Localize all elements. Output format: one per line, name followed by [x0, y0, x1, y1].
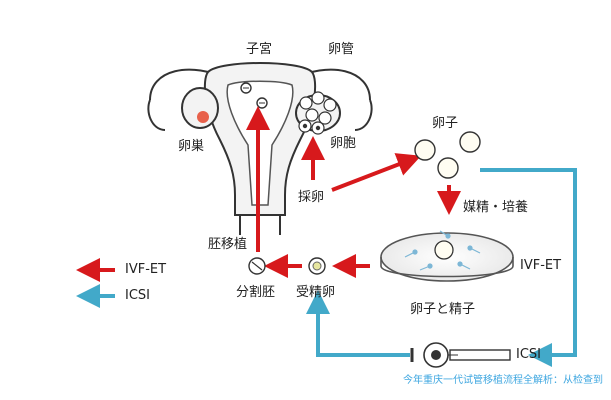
petri-dish	[380, 230, 514, 282]
label-follicle: 卵胞	[330, 136, 357, 151]
label-fertilized-egg: 受精卵	[296, 285, 336, 300]
label-egg-and-sperm: 卵子と精子	[410, 302, 476, 317]
label-icsi-pipette: ICSI	[516, 347, 541, 362]
legend-label-icsi: ICSI	[125, 288, 150, 303]
label-insemination-culture: 媒精・培養	[463, 200, 529, 215]
label-ovary: 卵巣	[178, 139, 205, 154]
arrow-icsi-route	[480, 168, 577, 367]
label-ivf-et-dish: IVF-ET	[520, 258, 562, 273]
cleavage-embryo-icon	[248, 257, 266, 275]
follicle-cluster-icon	[298, 91, 337, 135]
label-embryo-transfer: 胚移植	[208, 237, 248, 252]
egg-icon	[414, 139, 436, 161]
eggs-group	[414, 131, 481, 179]
label-oviduct: 卵管	[328, 42, 355, 57]
arrow-icsi-to-fertilized	[306, 290, 410, 357]
label-egg: 卵子	[432, 116, 459, 131]
sperm-icon	[404, 230, 481, 271]
icsi-pipette-icon	[410, 342, 511, 368]
ivf-arrows	[246, 106, 461, 278]
icsi-arrows	[306, 168, 577, 367]
ovary-follicle-icon	[197, 111, 209, 123]
watermark-text: 今年重庆一代试管移植流程全解析：从检查到	[403, 375, 603, 386]
egg-icon	[437, 157, 459, 179]
ovary-left	[181, 87, 219, 129]
arrow-to-egg	[331, 153, 422, 192]
fertilized-egg-icon	[308, 257, 326, 275]
label-cleavage-embryo: 分割胚	[236, 285, 276, 300]
label-egg-retrieval: 採卵	[298, 190, 325, 205]
dish-egg-icon	[434, 240, 454, 260]
egg-icon	[459, 131, 481, 153]
legend-label-ivf-et: IVF-ET	[125, 262, 167, 277]
legend	[76, 258, 115, 308]
label-uterus: 子宮	[246, 42, 273, 57]
